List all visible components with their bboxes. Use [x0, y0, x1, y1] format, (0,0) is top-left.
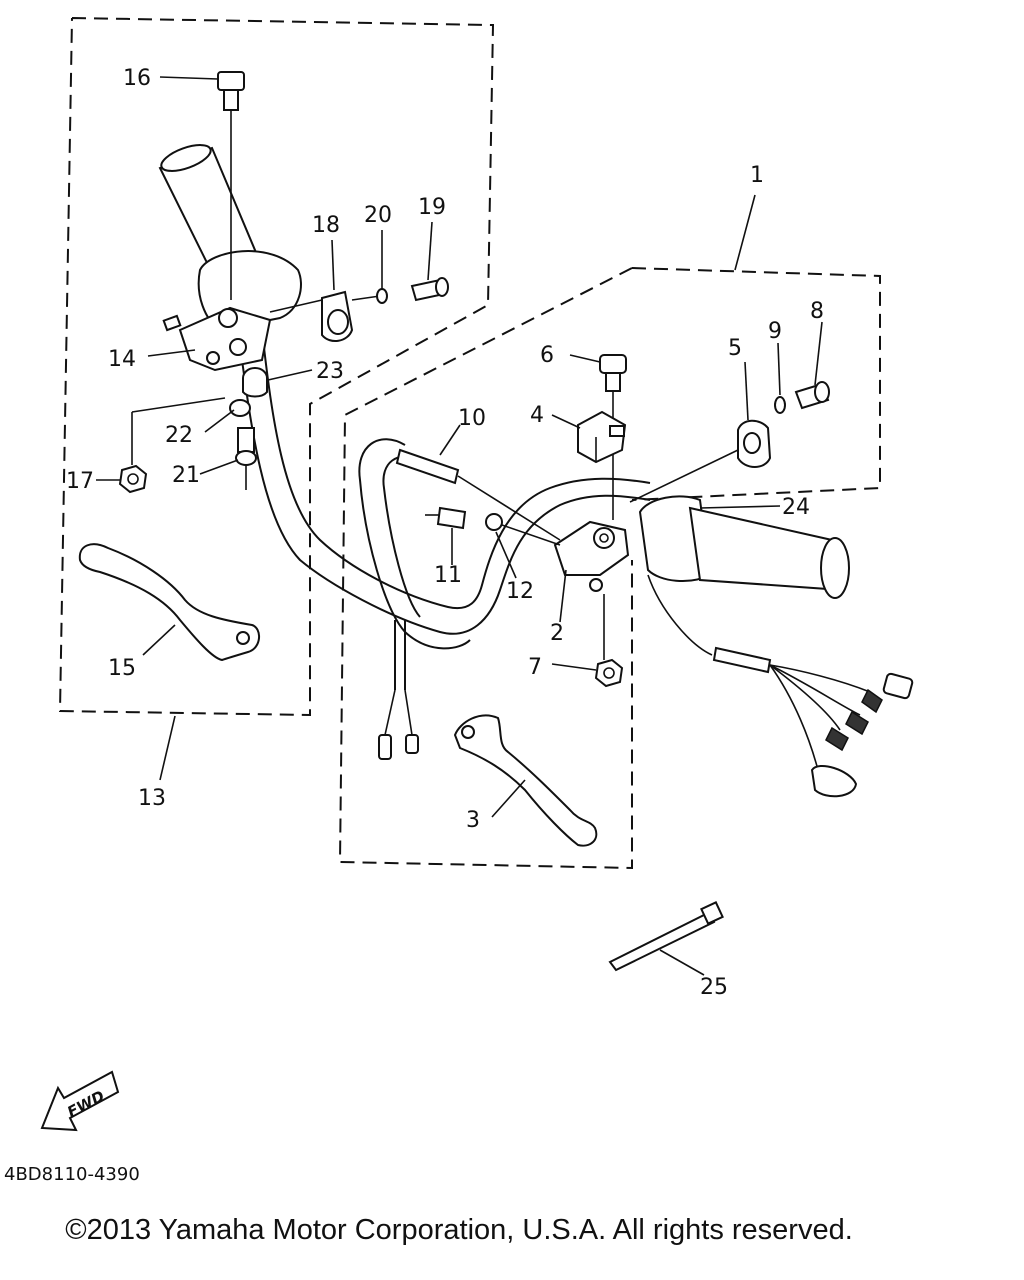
cable-tie-25 [608, 901, 724, 972]
label-5: 5 [728, 336, 742, 361]
label-18: 18 [312, 213, 340, 238]
label-19: 19 [418, 195, 446, 220]
label-16: 16 [123, 66, 151, 91]
label-6: 6 [540, 343, 554, 368]
lever-holder-2 [553, 520, 630, 660]
label-13: 13 [138, 786, 166, 811]
nut-17 [118, 464, 148, 494]
bolt-6 [599, 354, 627, 520]
clamp-18 [269, 290, 381, 342]
right-assembly-box [631, 267, 881, 501]
label-8: 8 [810, 299, 824, 324]
label-3: 3 [466, 808, 480, 833]
label-23: 23 [316, 359, 344, 384]
left-assembly-box [58, 17, 495, 717]
fwd-arrow-icon: FWD [40, 1070, 120, 1132]
screw-8 [794, 381, 830, 410]
copyright-notice: ©2013 Yamaha Motor Corporation, U.S.A. A… [65, 1214, 853, 1246]
part-labels: 16 18 20 19 14 23 22 21 17 15 13 1 8 9 5… [66, 66, 824, 1000]
bolt-21-22 [229, 399, 257, 490]
washer-20 [376, 288, 388, 304]
label-17: 17 [66, 469, 94, 494]
label-2: 2 [550, 621, 564, 646]
leader-lines [96, 76, 823, 976]
label-25: 25 [700, 975, 728, 1000]
label-24: 24 [782, 495, 810, 520]
label-9: 9 [768, 319, 782, 344]
washer-9 [774, 396, 786, 414]
lever-15 [78, 543, 260, 662]
label-12: 12 [506, 579, 534, 604]
clamp-5 [629, 419, 772, 503]
wire-lead [378, 620, 419, 760]
cable-10 [395, 448, 561, 541]
handlebar [237, 329, 651, 650]
adjuster-11 [425, 506, 467, 530]
label-4: 4 [530, 403, 544, 428]
nut-7 [594, 658, 624, 688]
screw-19 [410, 277, 449, 302]
left-grip [158, 144, 302, 332]
label-15: 15 [108, 656, 136, 681]
label-7: 7 [528, 655, 542, 680]
label-20: 20 [364, 203, 392, 228]
throttle-grip-24 [638, 495, 914, 798]
diagram-code: 4BD8110-4390 [4, 1164, 140, 1185]
cap-23 [242, 367, 268, 398]
switch-4 [577, 410, 627, 464]
bolt-16 [217, 71, 245, 300]
label-10: 10 [458, 406, 486, 431]
label-21: 21 [172, 463, 200, 488]
label-11: 11 [434, 563, 462, 588]
label-14: 14 [108, 347, 136, 372]
left-lever-holder [162, 306, 272, 372]
label-22: 22 [165, 423, 193, 448]
washer-12 [485, 513, 561, 546]
lever-3 [453, 714, 598, 847]
label-1: 1 [750, 163, 764, 188]
